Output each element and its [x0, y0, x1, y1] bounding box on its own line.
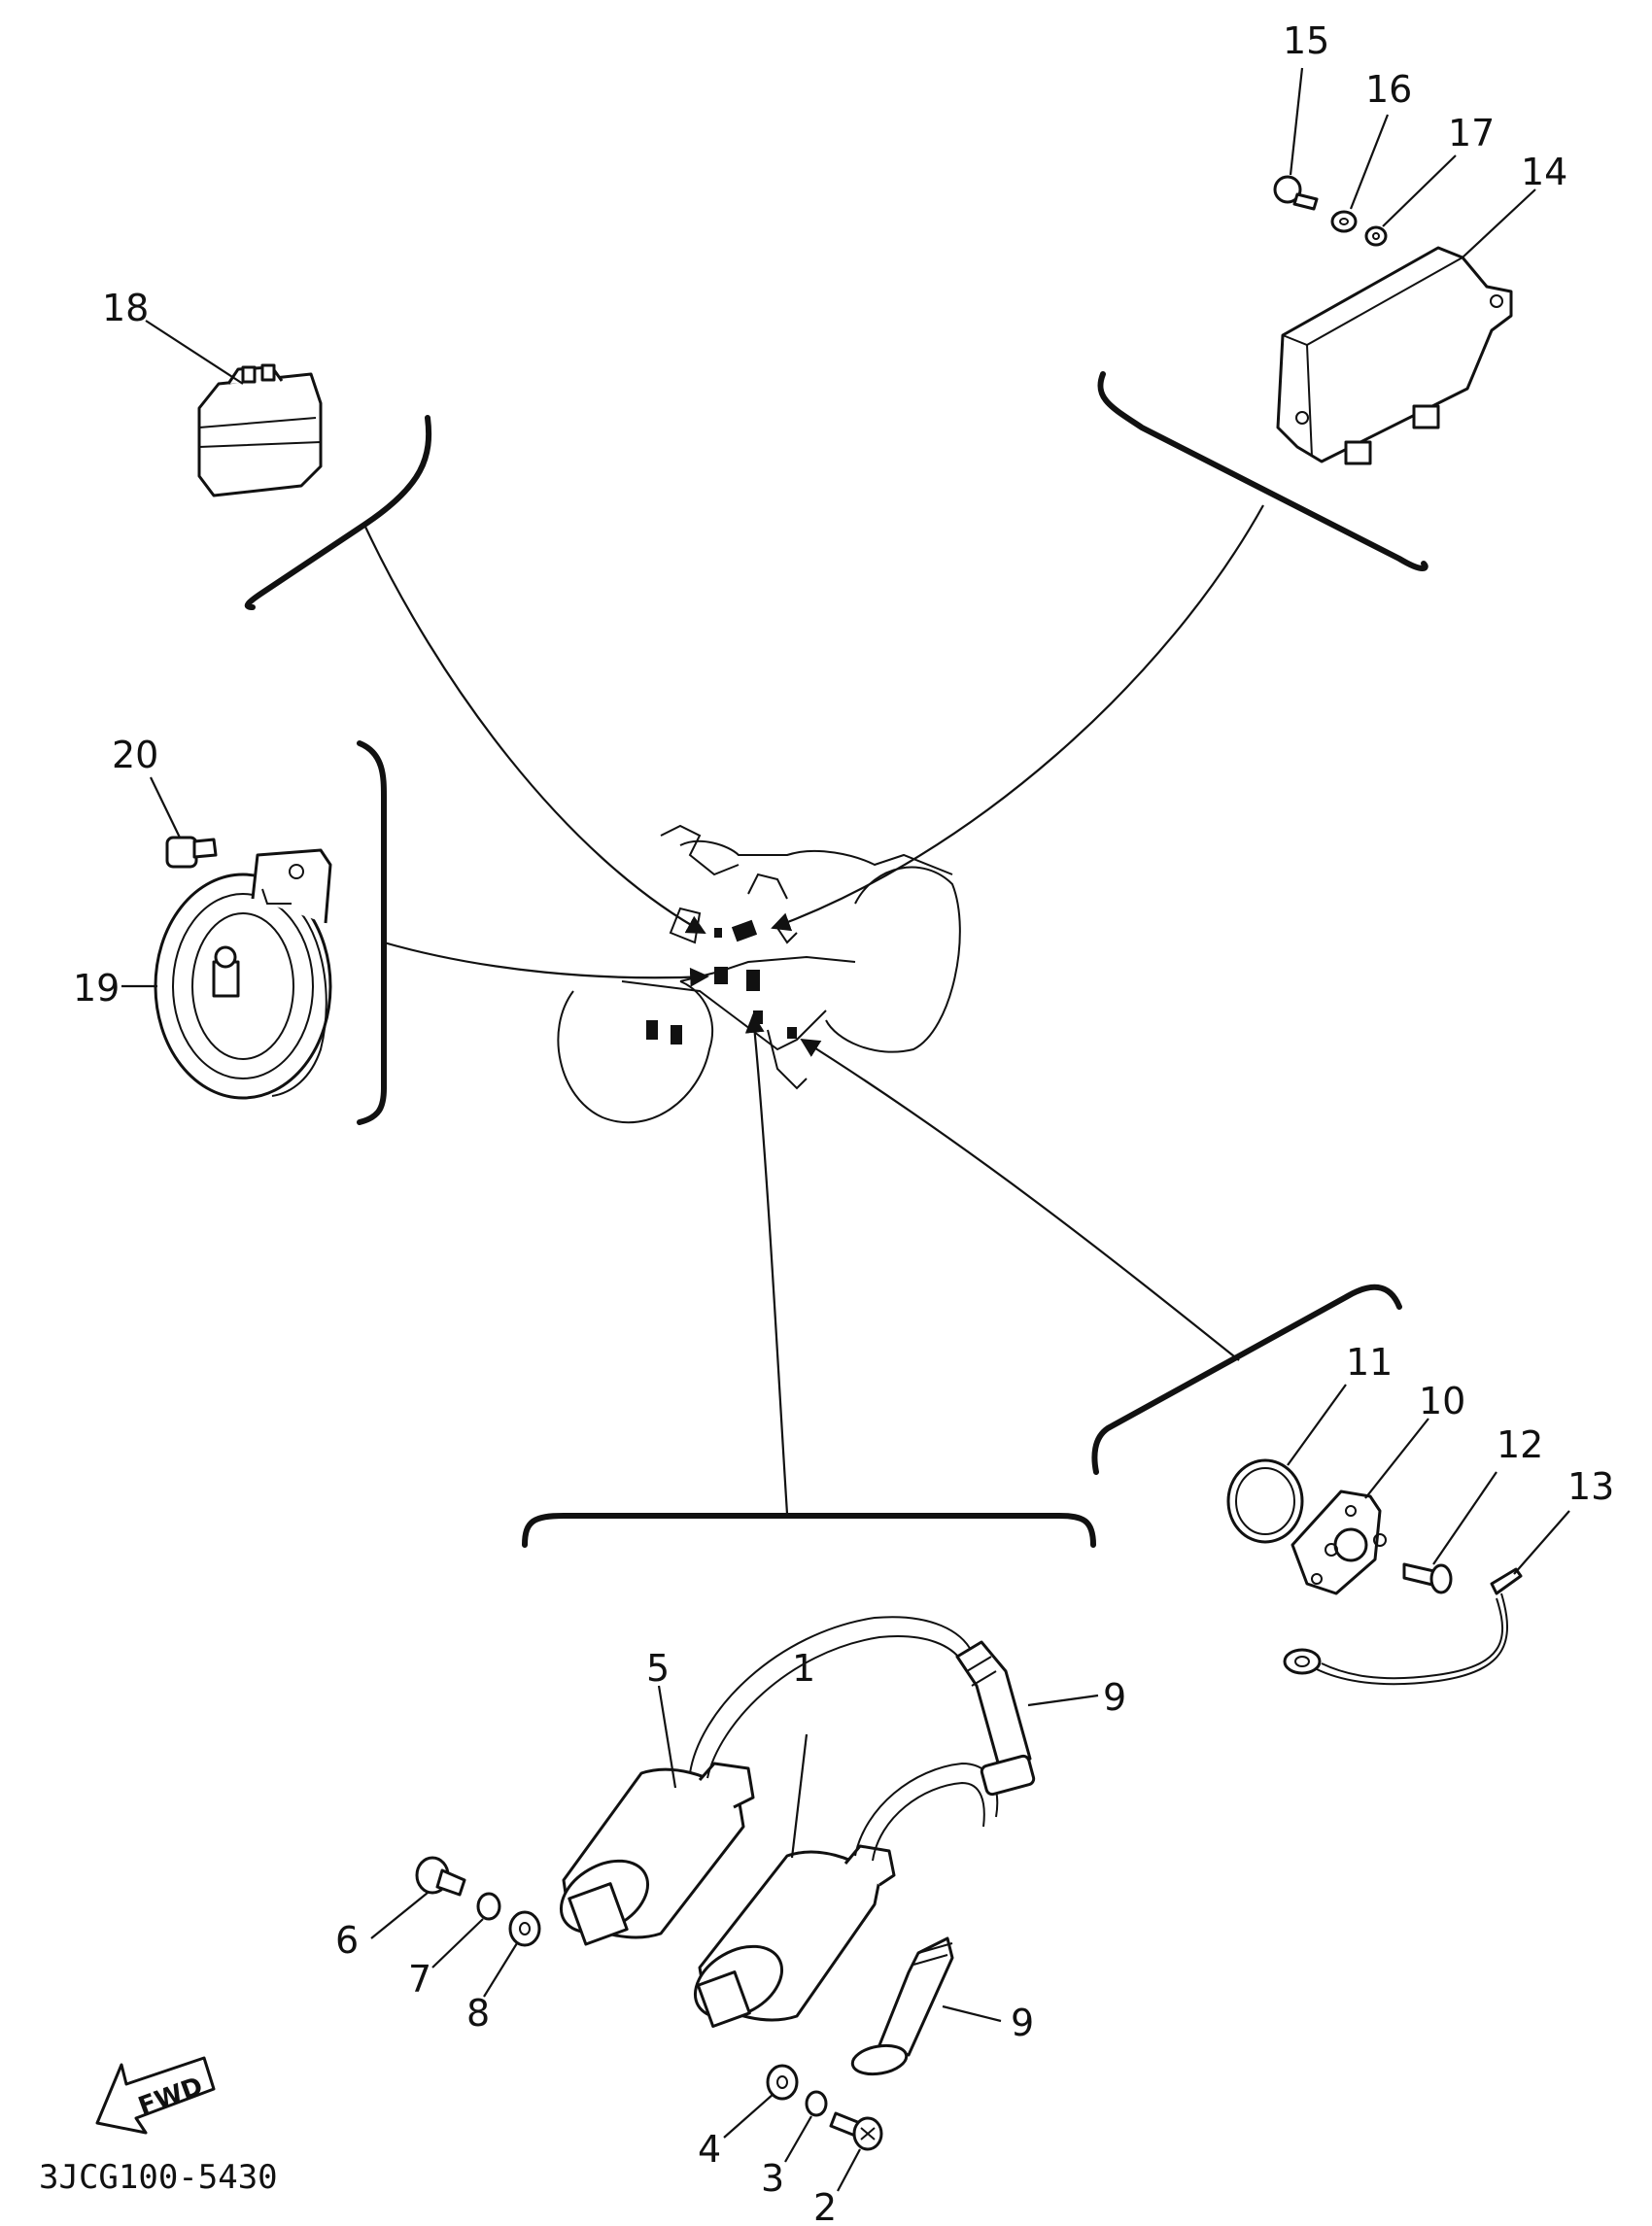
callout-5: 5	[646, 1647, 670, 1690]
callout-14: 14	[1521, 151, 1567, 193]
callout-2: 2	[813, 2186, 837, 2226]
fwd-arrow-icon: FWD	[95, 2056, 216, 2135]
callout-20: 20	[112, 734, 158, 776]
callout-9-lower: 9	[1011, 2002, 1034, 2044]
callout-15: 15	[1283, 19, 1329, 62]
ignition-coil-part-5	[559, 1616, 973, 1946]
lead-wire-part-13	[1283, 1510, 1570, 1686]
callout-16: 16	[1365, 68, 1412, 111]
bolt-part-15	[1273, 67, 1319, 211]
bolt-part-20	[150, 776, 218, 869]
group-brackets	[244, 371, 1428, 1548]
washer-part-4	[723, 2064, 799, 2139]
washer-part-16	[1330, 114, 1390, 233]
plug-cap-part-9-lower	[850, 1936, 1002, 2076]
sensor-part-10	[1291, 1418, 1429, 1595]
assembly-leader-lines	[363, 504, 1264, 1515]
plug-cap-part-9-upper	[955, 1640, 1099, 1797]
screw-part-2	[829, 2111, 883, 2192]
callout-4: 4	[698, 2128, 721, 2171]
ignitor-unit-part-14	[1276, 188, 1536, 465]
callout-11: 11	[1346, 1341, 1393, 1384]
callout-19: 19	[73, 967, 120, 1010]
washer-part-17	[1364, 154, 1457, 247]
callout-labels: 1 2 3 4 5 6 7 8 9 9 10 11 12 13 14 15 16…	[73, 19, 1614, 2226]
callout-18: 18	[102, 287, 149, 329]
callout-17: 17	[1448, 112, 1495, 154]
callout-1: 1	[792, 1647, 815, 1690]
callout-12: 12	[1497, 1423, 1543, 1466]
ignition-coil-part-1	[693, 1733, 999, 2029]
horn-part-19	[121, 848, 332, 1100]
relay-part-18	[145, 320, 323, 497]
callout-8: 8	[466, 1992, 490, 2035]
diagram-code: 3JCG100-5430	[39, 2158, 278, 2197]
callout-7: 7	[408, 1958, 431, 2001]
callout-9-upper: 9	[1103, 1676, 1126, 1719]
callout-10: 10	[1419, 1380, 1465, 1422]
o-ring-part-11	[1226, 1384, 1347, 1544]
washer-part-8	[483, 1910, 541, 1998]
callout-6: 6	[335, 1919, 359, 1962]
callout-13: 13	[1567, 1465, 1614, 1508]
lock-washer-part-7	[431, 1892, 501, 1969]
screw-part-12	[1402, 1471, 1497, 1594]
bolt-part-6	[370, 1856, 466, 1939]
callout-3: 3	[761, 2157, 784, 2200]
lock-washer-part-3	[784, 2090, 828, 2163]
